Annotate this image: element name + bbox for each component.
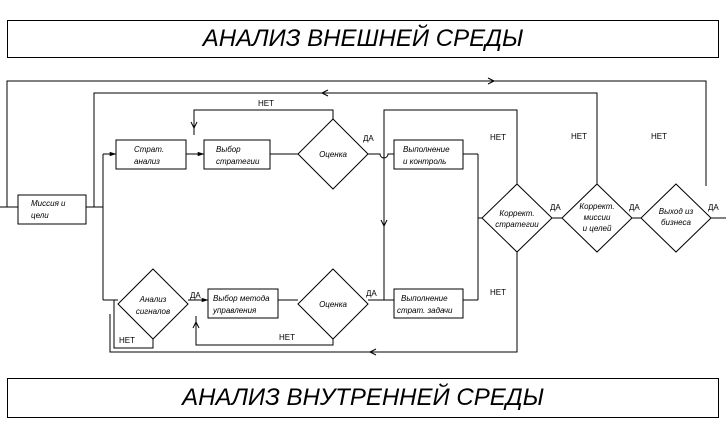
- node-signal-analysis: Анализ сигналов: [117, 268, 189, 340]
- bottom-return-arrow: [369, 348, 377, 356]
- internal-environment-banner: АНАЛИЗ ВНУТРЕННЕЙ СРЕДЫ: [7, 378, 719, 418]
- node-strat-analysis-line-2: анализ: [134, 157, 160, 166]
- outer-return-arrow: [487, 77, 495, 85]
- node-correct-mission-line-2: миссии: [584, 213, 611, 222]
- node-strat-analysis-line-1: Страт.: [134, 145, 164, 154]
- edge-label-da-correct-mission: ДА: [629, 203, 640, 212]
- node-execution-tasks-line-2: страт. задачи: [397, 306, 453, 315]
- node-strategy-choice: Выбор стратегии: [203, 139, 271, 170]
- node-execution-control-line-2: и контроль: [403, 157, 446, 166]
- edge-label-net-top-loop: НЕТ: [258, 99, 274, 108]
- connectors: [0, 77, 726, 356]
- node-mission-line-1: Миссия и: [31, 199, 66, 208]
- node-correct-strategy-line-2: стратегии: [495, 220, 539, 229]
- eval-top-no-loop-line: [193, 109, 334, 135]
- correct-strategy-no-arrow: [380, 219, 388, 227]
- node-correct-strategy-line-1: Коррект.: [499, 209, 534, 218]
- node-execution-tasks-line-1: Выполнение: [401, 294, 448, 303]
- node-execution-control-line-1: Выполнение: [403, 145, 450, 154]
- node-execution-tasks: Выполнение страт. задачи: [393, 288, 464, 319]
- eval-top-yes-line: [368, 153, 394, 159]
- node-mission-line-2: цели: [31, 211, 49, 220]
- bottom-return-line: [109, 252, 518, 353]
- node-signal-analysis-line-1: Анализ: [139, 295, 167, 304]
- node-exit-business: Выход из бизнеса: [640, 183, 712, 253]
- node-method-choice: Выбор метода управления: [207, 288, 279, 319]
- node-strategy-choice-line-2: стратегии: [216, 157, 260, 166]
- signal-no-loop-line: [113, 300, 154, 349]
- edge-label-net-execution-tasks: НЕТ: [490, 288, 506, 297]
- node-strategy-choice-line-1: Выбор: [216, 145, 241, 154]
- eval-bottom-no-loop-line: [195, 316, 334, 346]
- mission-return-line: [93, 92, 598, 207]
- edge-label-net-signal: НЕТ: [119, 336, 135, 345]
- node-correct-mission-line-3: и целей: [583, 224, 612, 233]
- node-evaluation-bottom-label: Оценка: [319, 300, 347, 309]
- node-exit-business-line-1: Выход из: [659, 207, 694, 216]
- node-mission: Миссия и цели: [17, 194, 87, 225]
- node-correct-mission-line-1: Коррект.: [579, 202, 614, 211]
- correct-strategy-no-line: [383, 109, 518, 230]
- eval-bottom-no-loop-arrow: [192, 321, 200, 329]
- node-evaluation-top: Оценка: [297, 118, 369, 190]
- node-signal-analysis-line-2: сигналов: [136, 307, 170, 316]
- edge-labels: НЕТ ДА НЕТ НЕТ НЕТ ДА ДА ДА ДА ДА НЕТ НЕ…: [119, 99, 719, 345]
- edge-label-da-eval-top: ДА: [363, 134, 374, 143]
- edge-label-net-correct-mission: НЕТ: [571, 132, 587, 141]
- mission-return-arrow: [321, 89, 329, 97]
- node-method-choice-line-2: управления: [212, 306, 257, 315]
- edge-label-da-eval-bottom: ДА: [366, 289, 377, 298]
- node-correct-mission: Коррект. миссии и целей: [561, 183, 633, 253]
- node-execution-control: Выполнение и контроль: [393, 139, 464, 170]
- node-evaluation-top-label: Оценка: [319, 150, 347, 159]
- external-environment-banner: АНАЛИЗ ВНЕШНЕЙ СРЕДЫ: [7, 20, 719, 58]
- node-strat-analysis: Страт. анализ: [115, 139, 187, 170]
- edge-label-net-exit: НЕТ: [651, 132, 667, 141]
- node-evaluation-bottom: Оценка: [297, 268, 369, 340]
- edge-label-da-correct-strategy: ДА: [550, 203, 561, 212]
- node-correct-strategy: Коррект. стратегии: [481, 183, 553, 253]
- node-exit-business-line-2: бизнеса: [661, 218, 691, 227]
- edge-label-net-correct-strategy: НЕТ: [490, 133, 506, 142]
- edge-label-da-signal: ДА: [190, 291, 201, 300]
- node-method-choice-line-1: Выбор метода: [213, 294, 270, 303]
- edge-label-net-bottom-loop: НЕТ: [279, 333, 295, 342]
- eval-top-no-loop-arrow: [190, 121, 198, 129]
- edge-label-da-exit: ДА: [708, 203, 719, 212]
